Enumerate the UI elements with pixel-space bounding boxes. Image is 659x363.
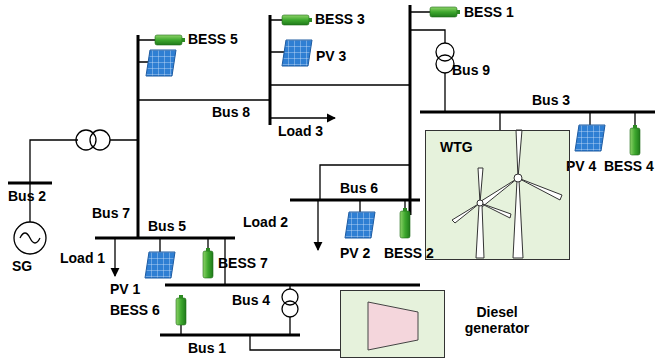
bus-label: Bus 2 (8, 188, 46, 204)
generator-housing (340, 290, 445, 358)
bus-label: Bus 9 (452, 62, 490, 78)
component-label: BESS 6 (110, 302, 160, 318)
node-title: WTG (440, 139, 473, 155)
node-title: Diesel generator (452, 304, 542, 336)
component-label: PV 1 (110, 281, 140, 297)
bus-label: Bus 1 (188, 340, 226, 356)
bus-label: Bus 4 (232, 292, 270, 308)
component-label: Load 2 (243, 214, 288, 230)
diesel-generator-box: Diesel generator (340, 290, 550, 358)
component-label: BESS 1 (464, 4, 514, 20)
component-label: BESS 3 (315, 11, 365, 27)
wind-turbine-box: WTG (425, 130, 570, 260)
component-label: SG (12, 258, 32, 274)
component-label: BESS 2 (384, 245, 434, 261)
component-label: PV 4 (566, 158, 596, 174)
component-label: PV 3 (316, 48, 346, 64)
component-label: BESS 7 (218, 255, 268, 271)
component-label: BESS 5 (188, 31, 238, 47)
bus-label: Bus 7 (92, 205, 130, 221)
bus-label: Bus 5 (148, 218, 186, 234)
bus-label: Bus 8 (212, 104, 250, 120)
component-label: BESS 4 (604, 158, 654, 174)
bus-label: Bus 6 (340, 180, 378, 196)
component-label: Load 1 (60, 250, 105, 266)
component-label: Load 3 (278, 123, 323, 139)
bus-label: Bus 3 (532, 92, 570, 108)
component-label: PV 2 (340, 245, 370, 261)
